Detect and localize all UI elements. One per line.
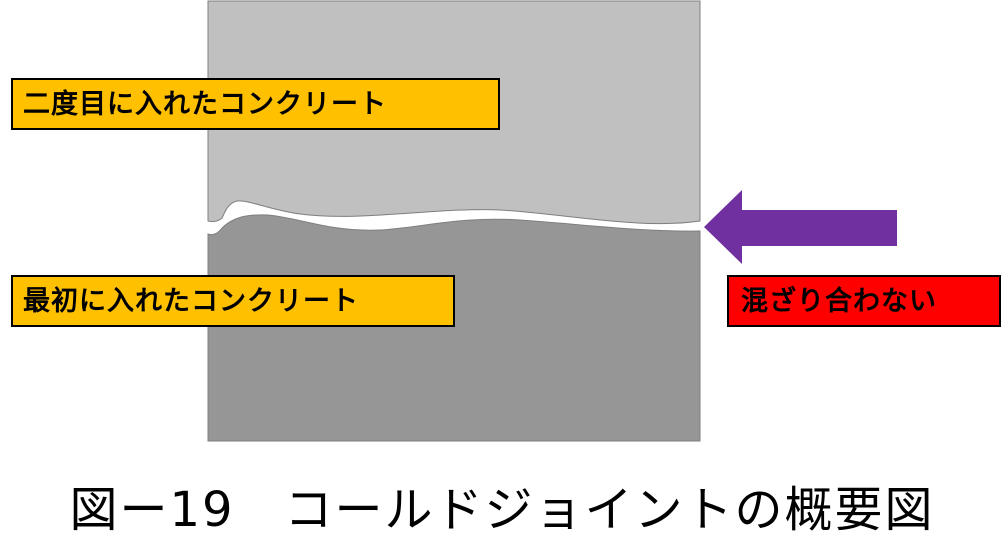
no-mix-arrow — [704, 190, 897, 264]
second-pour-label: 二度目に入れたコンクリート — [11, 78, 500, 130]
first-pour-label: 最初に入れたコンクリート — [11, 275, 455, 327]
figure-caption: 図ー19 コールドジョイントの概要図 — [69, 482, 935, 538]
first-pour-concrete-block — [207, 214, 701, 442]
no-mix-label: 混ざり合わない — [727, 275, 1001, 327]
cold-joint-diagram — [207, 0, 897, 442]
